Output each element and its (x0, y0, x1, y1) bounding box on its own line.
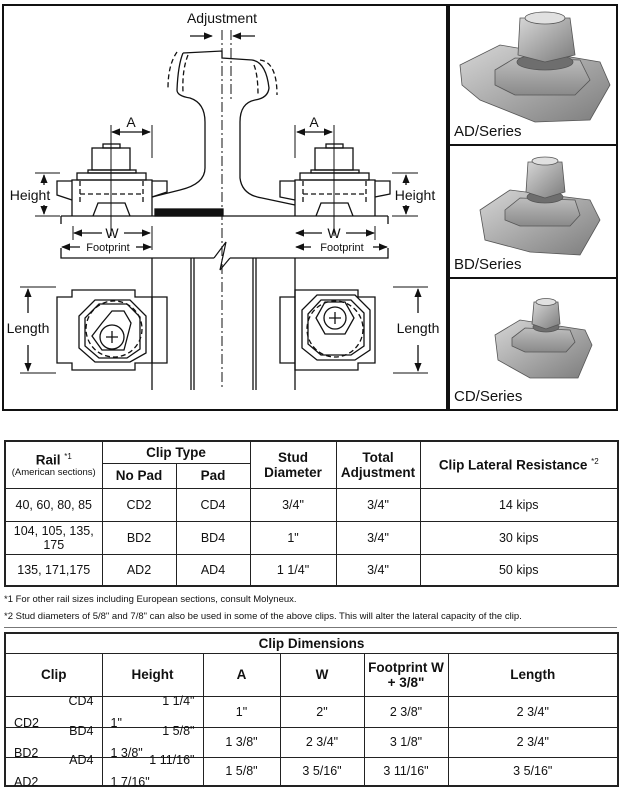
height-header: Height (101, 652, 204, 697)
rail-pad (154, 208, 224, 217)
table-row: 104, 105, 135, 175 BD2 BD4 1" 3/4" 30 ki… (4, 520, 619, 555)
w-label-right: W (327, 225, 341, 241)
clip-pad: AD4 (69, 753, 94, 768)
no-pad-cell: BD2 (101, 520, 177, 555)
length-cell: 3 5/16" (447, 756, 619, 787)
no-pad-cell: AD2 (101, 553, 177, 587)
left-clip-plan-view (56, 289, 168, 371)
footnote-1: *1 For other rail sizes including Europe… (4, 594, 297, 605)
lateral-resistance-header: Clip Lateral Resistance *2 (419, 440, 619, 489)
footprint-label-right: Footprint (320, 242, 363, 254)
resistance-cell: 30 kips (419, 520, 619, 555)
height-no-pad: 1" (110, 715, 122, 730)
height-no-pad: 1 3/8" (110, 746, 143, 760)
table-row: 40, 60, 80, 85 CD2 CD4 3/4" 3/4" 14 kips (4, 487, 619, 522)
adjustment-cell: 3/4" (335, 487, 421, 522)
height-pad: 1 11/16" (149, 753, 195, 768)
w-label-left: W (105, 225, 119, 241)
divider (4, 627, 617, 628)
clip-dimensions-table: Clip Dimensions Clip Height A W Footprin… (4, 632, 620, 788)
height-label-right: Height (395, 187, 436, 203)
w-cell: 3 5/16" (279, 756, 365, 787)
dimensions-title: Clip Dimensions (4, 632, 619, 654)
a-cell: 1 5/8" (202, 756, 281, 787)
drawing-frame (2, 4, 448, 411)
table-row: 135, 171,175 AD2 AD4 1 1/4" 3/4" 50 kips (4, 553, 619, 587)
resistance-cell: 50 kips (419, 553, 619, 587)
adjustment-label: Adjustment (187, 10, 257, 26)
w-cell: 2 3/4" (279, 726, 365, 758)
adjustment-cell: 3/4" (335, 520, 421, 555)
photo-frame (448, 4, 618, 411)
rail-header: Rail *1(American sections) (4, 440, 103, 489)
pad-cell: CD4 (175, 487, 251, 522)
right-clip-side-view (279, 125, 391, 236)
bd-series-label: BD/Series (454, 256, 522, 273)
table-row: AD2 AD4 1 7/16" 1 11/16" 1 5/8" 3 5/16" 3 … (4, 753, 619, 788)
rail-clip-drawing: Adjustment A A Height Height W W Footpri… (2, 4, 618, 411)
clip-no-pad: AD2 (14, 775, 39, 788)
clip-type-header: Clip Type (101, 440, 251, 464)
length-label-left: Length (7, 320, 50, 336)
a-label-left: A (126, 114, 136, 130)
resistance-cell: 14 kips (419, 487, 619, 522)
rail-cell: 135, 171,175 (4, 553, 103, 587)
stud-diameter-header: Stud Diameter (249, 440, 337, 489)
right-clip-plan-view (279, 289, 376, 371)
rail-profile (151, 50, 296, 206)
clip-no-pad: BD2 (14, 746, 39, 760)
a-cell: 1 3/8" (202, 726, 281, 758)
pad-cell: AD4 (175, 553, 251, 587)
length-header: Length (447, 652, 619, 697)
a-cell: 1" (202, 695, 281, 728)
a-header: A (202, 652, 281, 697)
w-cell: 2" (279, 695, 365, 728)
footprint-cell: 2 3/8" (363, 695, 449, 728)
rail-cell: 40, 60, 80, 85 (4, 487, 103, 522)
clip-header: Clip (4, 652, 103, 697)
no-pad-cell: CD2 (101, 487, 177, 522)
footprint-cell: 3 11/16" (363, 756, 449, 787)
height-label-left: Height (10, 187, 51, 203)
height-pad: 1 5/8" (162, 724, 195, 738)
pad-header: Pad (175, 462, 251, 489)
ad-series-photo (459, 11, 611, 123)
footnote-2: *2 Stud diameters of 5/8" and 7/8" can a… (4, 611, 522, 622)
total-adjustment-header: Total Adjustment (335, 440, 421, 489)
height-pad: 1 1/4" (162, 693, 195, 708)
no-pad-header: No Pad (101, 462, 177, 489)
clip-no-pad: CD2 (14, 715, 40, 730)
stud-cell: 1 1/4" (249, 553, 337, 587)
w-header: W (279, 652, 365, 697)
table-row: CD2 CD4 1" 1 1/4" 1" 2" 2 3/8" 2 3/4" (4, 693, 619, 730)
pad-cell: BD4 (175, 520, 251, 555)
a-label-right: A (309, 114, 319, 130)
adjustment-cell: 3/4" (335, 553, 421, 587)
left-clip-side-view (56, 125, 168, 236)
table-row: BD2 BD4 1 3/8" 1 5/8" 1 3/8" 2 3/4" 3 1/8"… (4, 724, 619, 760)
footprint-header: Footprint W + 3/8" (363, 652, 449, 697)
cd-series-label: CD/Series (454, 388, 523, 405)
length-cell: 2 3/4" (447, 726, 619, 758)
ad-series-label: AD/Series (454, 123, 522, 140)
length-label-right: Length (397, 320, 440, 336)
bd-series-photo (479, 156, 601, 256)
footprint-cell: 3 1/8" (363, 726, 449, 758)
clip-pad: CD4 (68, 693, 94, 708)
stud-cell: 3/4" (249, 487, 337, 522)
clip-pad: BD4 (69, 724, 94, 738)
stud-cell: 1" (249, 520, 337, 555)
clip-type-table: Rail *1(American sections) Clip Type Stu… (4, 440, 620, 587)
length-cell: 2 3/4" (447, 695, 619, 728)
cd-series-photo (494, 298, 593, 379)
footprint-label-left: Footprint (86, 242, 129, 254)
rail-cell: 104, 105, 135, 175 (4, 520, 103, 555)
height-no-pad: 1 7/16" (110, 775, 150, 788)
